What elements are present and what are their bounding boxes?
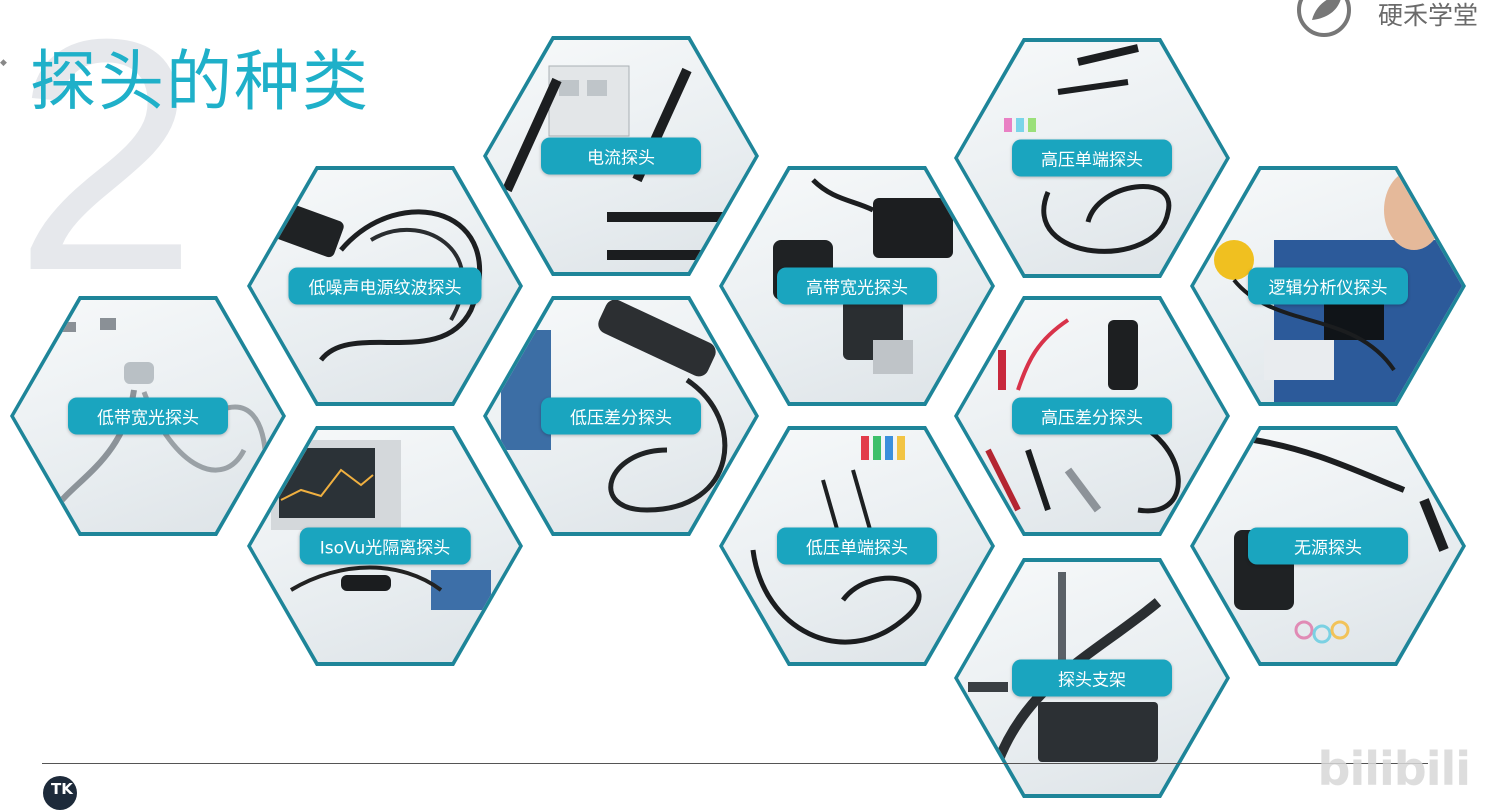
probe-tile-logic-analyzer[interactable]: 逻辑分析仪探头 [1190,166,1466,406]
probe-label: IsoVu光隔离探头 [299,527,471,565]
bilibili-watermark: bilibili [1317,742,1471,796]
probe-label: 高压差分探头 [1012,397,1172,435]
slide-number: 2 [14,0,198,339]
corner-logo-icon: TK [43,776,77,810]
probe-label: 低压差分探头 [541,397,701,435]
probe-label: 逻辑分析仪探头 [1248,267,1408,305]
probe-label: 低噪声电源纹波探头 [288,267,482,305]
probe-label: 高带宽光探头 [777,267,937,305]
brand-header: 硬禾学堂 [1296,0,1486,42]
side-mark-icon: ◆ [0,58,7,68]
probe-tile-probe-holder[interactable]: 探头支架 [954,558,1230,798]
probe-image-icon [1004,44,1172,254]
probe-label: 低带宽光探头 [68,397,228,435]
brand-name: 硬禾学堂 [1378,1,1479,30]
probe-tile-isovu[interactable]: IsoVu光隔离探头 [247,426,523,666]
probe-image-icon [985,318,1181,514]
probe-tile-high-voltage-single[interactable]: 高压单端探头 [954,38,1230,278]
probe-tile-high-voltage-diff[interactable]: 高压差分探头 [954,296,1230,536]
probe-label: 无源探头 [1248,527,1408,565]
probe-label: 低压单端探头 [777,527,937,565]
probe-label: 探头支架 [1012,659,1172,697]
probe-tile-low-voltage-single[interactable]: 低压单端探头 [719,426,995,666]
probe-label: 高压单端探头 [1012,139,1172,177]
page-title: 探头的种类 [30,43,370,120]
probe-tile-current[interactable]: 电流探头 [483,36,759,276]
probe-tile-low-bw-optical[interactable]: 低带宽光探头 [10,296,286,536]
footer-divider [42,763,1428,764]
brand-logo-icon [1297,0,1351,37]
probe-tile-high-bw-optical[interactable]: 高带宽光探头 [719,166,995,406]
probe-tile-passive[interactable]: 无源探头 [1190,426,1466,666]
probe-tile-low-noise-ripple[interactable]: 低噪声电源纹波探头 [247,166,523,406]
probe-label: 电流探头 [541,137,701,175]
probe-tile-low-voltage-diff[interactable]: 低压差分探头 [483,296,759,536]
corner-logo-text: TK [51,780,73,798]
